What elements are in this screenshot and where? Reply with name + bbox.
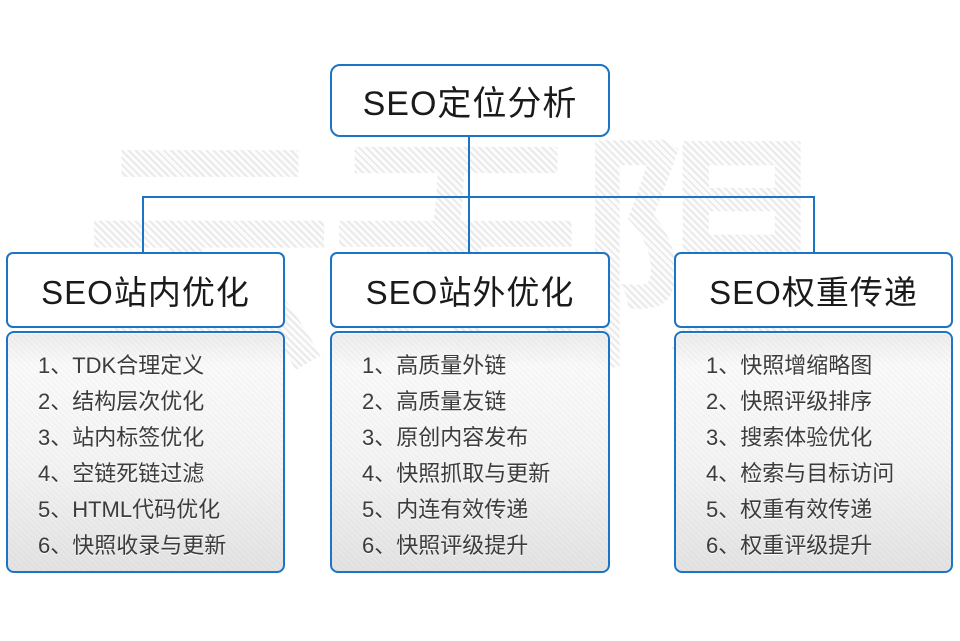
list-item: 2、高质量友链	[362, 389, 507, 414]
branch-header-offsite: SEO站外优化	[330, 252, 610, 328]
branch-title: SEO权重传递	[709, 274, 918, 311]
root-node: SEO定位分析	[330, 64, 610, 137]
list-item: 3、原创内容发布	[362, 425, 529, 450]
list-item: 3、搜索体验优化	[706, 425, 873, 450]
list-item: 4、快照抓取与更新	[362, 461, 551, 486]
list-item: 1、快照增缩略图	[706, 353, 873, 378]
root-node-title: SEO定位分析	[362, 85, 578, 123]
branch-title: SEO站内优化	[41, 274, 250, 311]
branch-list-offsite: 1、高质量外链 2、高质量友链 3、原创内容发布 4、快照抓取与更新 5、内连有…	[330, 331, 610, 573]
branch-title: SEO站外优化	[365, 274, 575, 311]
list-item: 5、内连有效传递	[362, 497, 529, 522]
list-item: 2、结构层次优化	[38, 389, 205, 414]
list-item: 1、TDK合理定义	[38, 353, 205, 378]
list-item: 3、站内标签优化	[38, 425, 205, 450]
list-item: 5、权重有效传递	[706, 497, 873, 522]
connector-left-drop	[142, 196, 144, 253]
connector-root-vertical	[468, 137, 470, 197]
connector-right-drop	[813, 196, 815, 253]
list-item: 4、空链死链过滤	[38, 461, 205, 486]
connector-horizontal	[142, 196, 815, 198]
list-item: 6、快照评级提升	[362, 533, 529, 558]
list-item: 2、快照评级排序	[706, 389, 873, 414]
branch-list-weight: 1、快照增缩略图 2、快照评级排序 3、搜索体验优化 4、检索与目标访问 5、权…	[674, 331, 953, 573]
branch-header-onsite: SEO站内优化	[6, 252, 285, 328]
branch-list-onsite: 1、TDK合理定义 2、结构层次优化 3、站内标签优化 4、空链死链过滤 5、H…	[6, 331, 285, 573]
list-item: 4、检索与目标访问	[706, 461, 895, 486]
list-item: 6、快照收录与更新	[38, 533, 227, 558]
connector-middle-drop	[468, 196, 470, 253]
list-item: 1、高质量外链	[362, 353, 507, 378]
list-item: 6、权重评级提升	[706, 533, 873, 558]
branch-header-weight: SEO权重传递	[674, 252, 953, 328]
list-item: 5、HTML代码优化	[38, 497, 221, 522]
